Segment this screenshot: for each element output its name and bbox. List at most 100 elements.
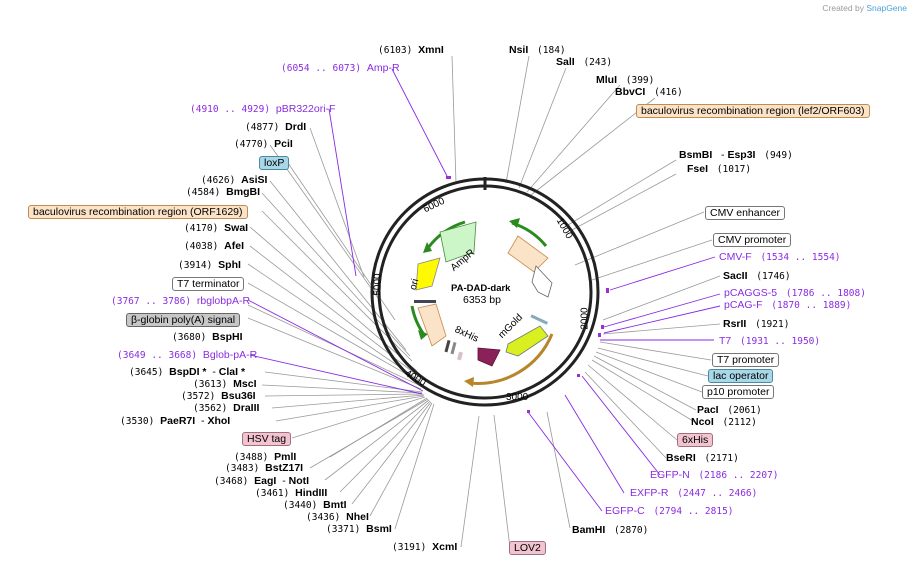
site-drdi[interactable]: (4877) DrdI (245, 121, 306, 134)
ori-feature (417, 303, 447, 347)
feature-t7-promoter[interactable]: T7 promoter (712, 353, 780, 367)
site-pos: (243) (583, 57, 613, 68)
primer-pos: (2794 .. 2815) (653, 506, 734, 517)
primer-pbr322ori-f[interactable]: (4910 .. 4929) pBR322ori-F (190, 103, 335, 116)
site-bmti[interactable]: (3440) BmtI (283, 499, 347, 512)
site-bsmbi[interactable]: BsmBI - Esp3I (949) (679, 149, 793, 162)
feature-lov2[interactable]: LOV2 (509, 541, 546, 555)
site-fsei[interactable]: FseI (1017) (687, 163, 751, 176)
plasmid-length: 6353 bp (463, 294, 501, 306)
ampr-feature (439, 221, 477, 263)
site-pos: (1746) (756, 271, 791, 282)
feature-loxp[interactable]: loxP (259, 156, 290, 170)
site-eagi[interactable]: (3468) EagI - NotI (214, 475, 309, 488)
feature-t7-terminator[interactable]: T7 terminator (172, 277, 245, 291)
primer-name: EXFP-R (630, 487, 669, 499)
his-tag-mark-2 (450, 341, 457, 355)
site-bsphi[interactable]: (3680) BspHI (172, 331, 243, 344)
site-pos: (949) (764, 150, 793, 161)
lac-mark (530, 314, 549, 325)
site-name: XcmI (432, 541, 458, 553)
site-sphi[interactable]: (3914) SphI (178, 259, 241, 272)
primer-egfp-c[interactable]: EGFP-C (2794 .. 2815) (605, 505, 734, 518)
site-bsmi[interactable]: (3371) BsmI (326, 523, 392, 536)
primer-pos: (1870 .. 1889) (771, 300, 852, 311)
site-bmgbi[interactable]: (4584) BmgBI (186, 186, 260, 199)
feature-lac-operator[interactable]: lac operator (708, 369, 774, 383)
primer-pos: (4910 .. 4929) (190, 104, 271, 115)
site-hindiii[interactable]: (3461) HindIII (255, 487, 327, 500)
site-name: PciI (274, 138, 293, 150)
site-bamhi[interactable]: BamHI (2870) (572, 524, 648, 537)
site-ncoi[interactable]: NcoI (2112) (691, 416, 757, 429)
site-mlui[interactable]: MluI (399) (596, 74, 654, 87)
site-name: DraIII (233, 402, 260, 414)
sixhis-feature (477, 347, 501, 367)
primer-pcag-f[interactable]: pCAG-F (1870 .. 1889) (724, 299, 851, 312)
site-name: PaeR7I (160, 415, 196, 427)
primer-name: pBR322ori-F (275, 103, 336, 115)
primer-pcaggs-5[interactable]: pCAGGS-5 (1786 .. 1808) (724, 287, 866, 300)
site-pos: (3371) (326, 524, 361, 535)
site-name-2: ClaI * (218, 366, 246, 378)
feature-orf1629[interactable]: baculovirus recombination region (ORF162… (28, 205, 248, 219)
site-bbvci[interactable]: BbvCI (416) (615, 86, 683, 99)
site-sep: - (282, 475, 286, 487)
site-sali[interactable]: SalI (243) (556, 56, 612, 69)
primer-bglob-pa-r[interactable]: (3649 .. 3668) Bglob-pA-R (117, 349, 257, 362)
tick-2000: 2000 (579, 307, 591, 330)
feature-beta-globin-polya[interactable]: β-globin poly(A) signal (126, 313, 241, 327)
site-bsu36i[interactable]: (3572) Bsu36I (181, 390, 256, 403)
site-name: HindIII (295, 487, 328, 499)
site-name: NsiI (509, 44, 529, 56)
site-sep: - (201, 415, 205, 427)
primer-egfp-n[interactable]: EGFP-N (2186 .. 2207) (650, 469, 779, 482)
feature-cmv-enhancer[interactable]: CMV enhancer (705, 206, 786, 220)
site-paci[interactable]: PacI (2061) (697, 404, 762, 417)
site-bstz17i[interactable]: (3483) BstZ17I (225, 462, 303, 475)
site-name: BstZ17I (265, 462, 304, 474)
site-pos: (3488) (234, 452, 269, 463)
site-nsii[interactable]: NsiI (184) (509, 44, 566, 57)
primer-pos: (3767 .. 3786) (111, 296, 192, 307)
feature-6xhis[interactable]: 6xHis (677, 433, 714, 447)
site-name: PmlI (274, 451, 297, 463)
primer-cmv-f[interactable]: CMV-F (1534 .. 1554) (719, 251, 841, 264)
site-paer7i[interactable]: (3530) PaeR7I - XhoI (120, 415, 230, 428)
site-nhei[interactable]: (3436) NheI (306, 511, 369, 524)
site-pos: (3645) (129, 367, 164, 378)
site-pmli[interactable]: (3488) PmlI (234, 451, 296, 464)
primer-amp-r[interactable]: (6054 .. 6073) Amp-R (281, 62, 400, 75)
site-pos: (3440) (283, 500, 318, 511)
site-pos: (4770) (234, 139, 269, 150)
primer-t7[interactable]: T7 (1931 .. 1950) (719, 335, 820, 348)
primer-rbglobpa-r[interactable]: (3767 .. 3786) rbglobpA-R (111, 295, 250, 308)
feature-lef2-orf603[interactable]: baculovirus recombination region (lef2/O… (636, 104, 870, 118)
hsv-tag-mark (457, 351, 463, 361)
feature-cmv-promoter[interactable]: CMV promoter (713, 233, 792, 247)
primer-name: EGFP-N (650, 469, 690, 481)
site-pcii[interactable]: (4770) PciI (234, 138, 293, 151)
primer-pos: (1786 .. 1808) (785, 288, 866, 299)
snapgene-logo: SnapGene (866, 3, 907, 13)
site-afei[interactable]: (4038) AfeI (184, 240, 244, 253)
site-draiii[interactable]: (3562) DraIII (193, 402, 259, 415)
site-name: PacI (697, 404, 719, 416)
primer-exfp-r[interactable]: EXFP-R (2447 .. 2466) (630, 487, 757, 500)
site-swai[interactable]: (4170) SwaI (184, 222, 248, 235)
site-name: BamHI (572, 524, 606, 536)
site-name: BmtI (323, 499, 347, 511)
site-rsrii[interactable]: RsrII (1921) (723, 318, 789, 331)
site-pos: (1921) (755, 319, 790, 330)
site-bseri[interactable]: BseRI (2171) (666, 452, 739, 465)
site-msci[interactable]: (3613) MscI (193, 378, 257, 391)
feature-hsv-tag[interactable]: HSV tag (242, 432, 292, 446)
site-bspdi[interactable]: (3645) BspDI * - ClaI * (129, 366, 245, 379)
site-xcmi[interactable]: (3191) XcmI (392, 541, 457, 554)
site-asisi[interactable]: (4626) AsiSI (201, 174, 267, 187)
site-sacii[interactable]: SacII (1746) (723, 270, 791, 283)
site-name: SalI (556, 56, 575, 68)
promoter-arc-head (509, 218, 520, 228)
site-xmni[interactable]: (6103) XmnI (378, 44, 444, 57)
feature-p10-promoter[interactable]: p10 promoter (702, 385, 775, 399)
